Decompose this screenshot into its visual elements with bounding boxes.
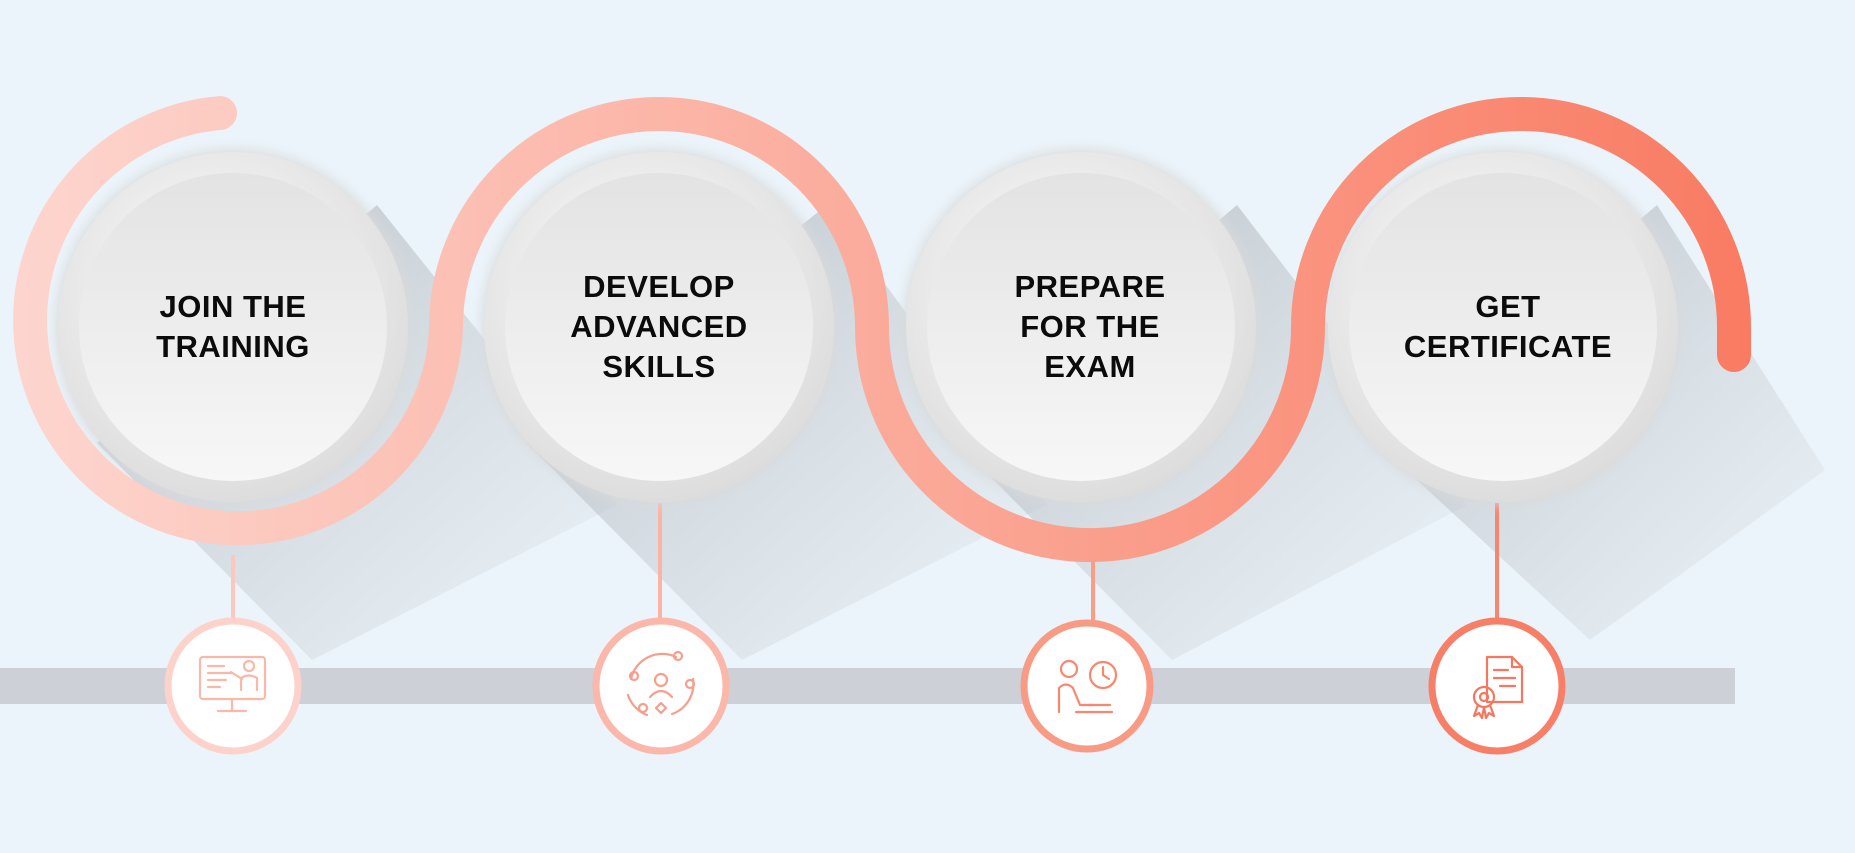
progress-ribbon [13, 96, 1751, 562]
icon-badge-4 [1428, 617, 1566, 755]
presentation-board-icon [198, 655, 267, 713]
connector-lines [231, 503, 1499, 620]
step-circle-1 [56, 150, 410, 504]
step-circle-3 [904, 150, 1258, 504]
studying-clock-icon [1057, 659, 1118, 714]
icon-badge-3 [1020, 619, 1154, 753]
step-circle-2 [482, 150, 836, 504]
step-circle-4 [1326, 150, 1680, 504]
certificate-icon [1472, 655, 1524, 720]
icon-badge-1 [164, 617, 302, 755]
skill-growth-icon [626, 650, 696, 717]
